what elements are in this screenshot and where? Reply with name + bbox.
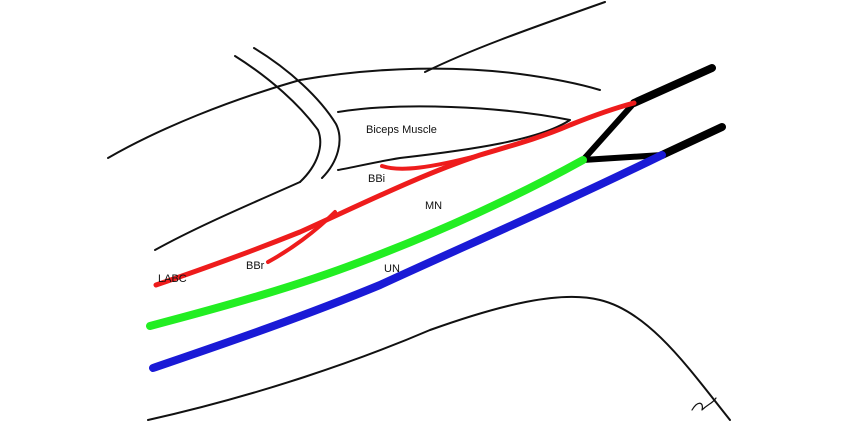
label-mn: MN <box>425 200 442 212</box>
biceps-muscle-outline <box>337 105 571 171</box>
label-biceps-muscle: Biceps Muscle <box>366 124 437 136</box>
label-labc: LABC <box>158 273 187 285</box>
upper-arm-top-contour <box>107 67 601 159</box>
strap-inner-line <box>253 47 341 179</box>
forearm-lower-contour <box>147 295 731 421</box>
arm-underside-contour <box>154 181 301 251</box>
shoulder-contour <box>424 1 606 73</box>
strap-outer-line <box>234 55 322 183</box>
label-bbi: BBi <box>368 173 385 185</box>
bbr-branch <box>266 210 337 264</box>
signature-mark <box>691 397 717 411</box>
lower-trunk-black <box>658 123 726 159</box>
label-un: UN <box>384 263 400 275</box>
upper-trunk-black <box>630 64 716 107</box>
upper-trunk-fork-black <box>580 100 665 163</box>
ulnar-nerve <box>149 151 666 372</box>
label-bbr: BBr <box>246 260 265 272</box>
bbi-branch <box>380 153 482 171</box>
labc-nerve <box>153 100 637 288</box>
median-nerve <box>146 156 587 330</box>
